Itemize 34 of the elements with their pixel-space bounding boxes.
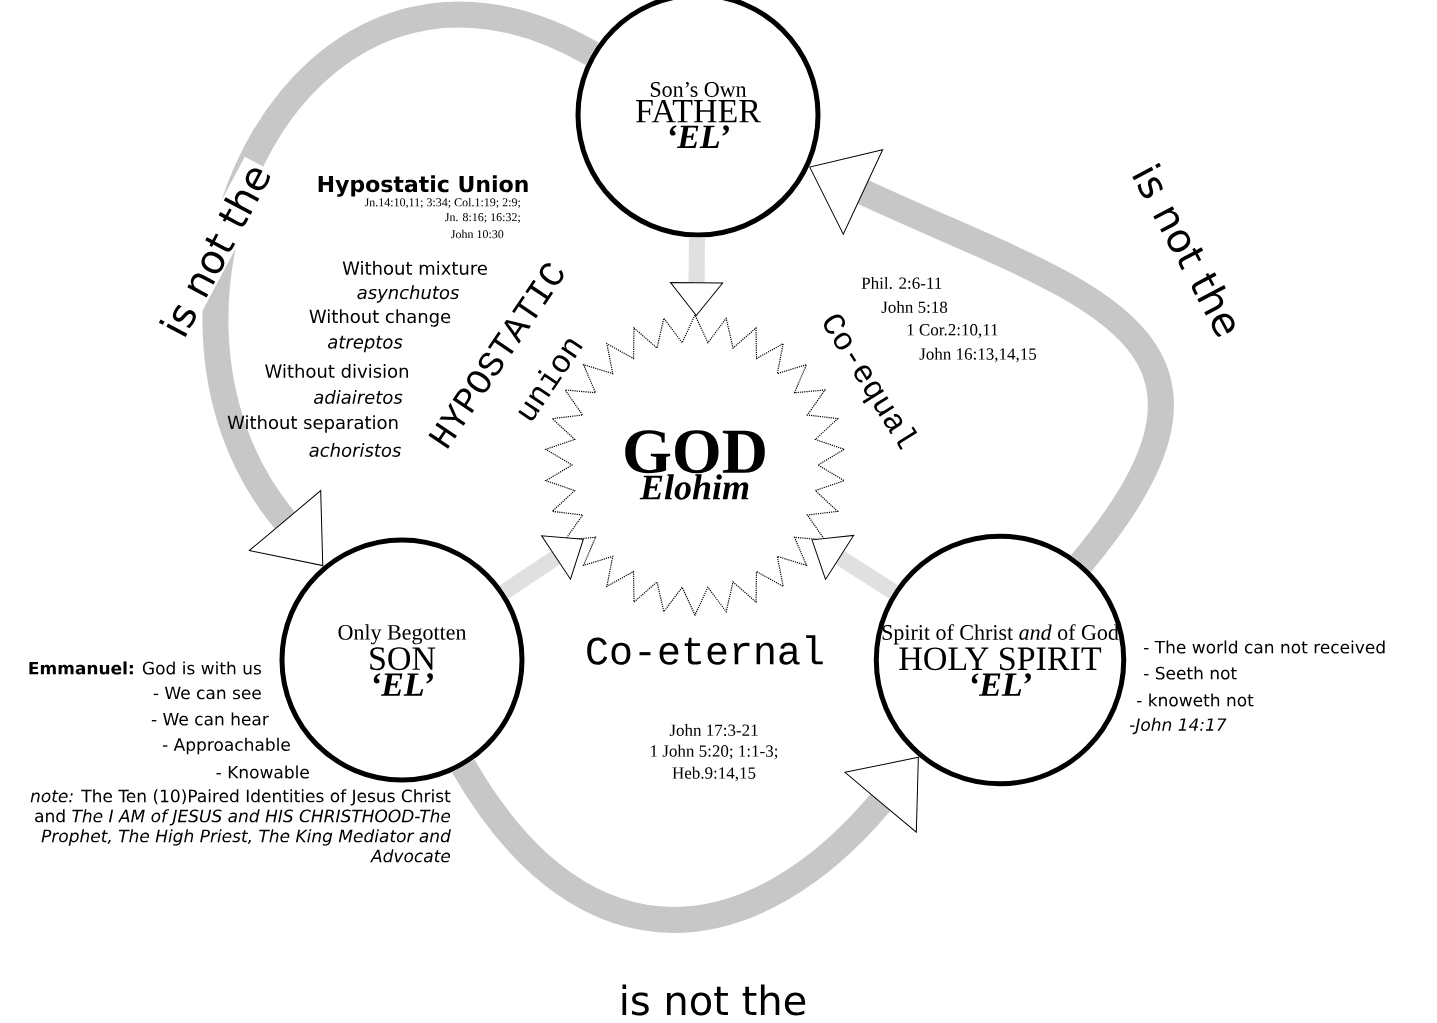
reference-text: Jn. 8:16; 16:32; — [445, 213, 520, 223]
list-item: Emmanuel: God is with us — [29, 661, 261, 675]
reference-text: John 16:13,14,15 — [919, 347, 1037, 363]
circle-node: Spirit of Christ and of God HOLY SPIRIT ‘EL’ — [873, 533, 1127, 787]
arrow — [811, 535, 898, 599]
reference-text: 1 John 5:20; 1:1-3; — [651, 744, 778, 760]
list-item: - The world can not received — [1144, 640, 1385, 654]
list-item: adiairetos — [314, 390, 403, 404]
list-item: - We can hear — [151, 712, 269, 726]
edge-label: is not the — [154, 156, 276, 344]
label-text: Co-eternal — [587, 635, 823, 665]
list-item: - Seeth not — [1144, 666, 1237, 680]
arrow — [499, 535, 584, 599]
list-item: achoristos — [309, 443, 401, 457]
list-item: Without division — [265, 364, 408, 378]
edge-label: is not the — [1127, 156, 1249, 344]
reference-text: Heb.9:14,15 — [672, 766, 756, 782]
reference-text: Jn.14:10,11; 3:34; Col.1:19; 2:9; — [364, 197, 520, 209]
list-item: Without separation — [227, 415, 398, 433]
list-item: atreptos — [328, 335, 403, 353]
reference-text: Phil. 2:6-11 — [861, 277, 942, 289]
arrow — [202, 1, 598, 567]
reference-text: John 5:18 — [881, 301, 948, 313]
heading: Hypostatic Union — [318, 175, 528, 197]
list-item: - knoweth not — [1137, 693, 1254, 707]
arrow — [452, 756, 919, 933]
reference-text: John 17:3-21 — [669, 724, 758, 736]
reference-text: John 10:30 — [451, 229, 504, 239]
edge-label: is not the — [616, 982, 810, 1018]
list-item: -John 14:17 — [1130, 717, 1227, 735]
list-item: - We can see — [153, 686, 261, 700]
arrow — [809, 149, 1173, 572]
arrow — [670, 237, 724, 316]
note-text: note: The Ten (10)Paired Identities of Jesus Christ and The I AM of JESUS and HIS CHRISTHOOD-The Prophet, The High Priest, The King Mediator and Advocate — [30, 789, 451, 863]
